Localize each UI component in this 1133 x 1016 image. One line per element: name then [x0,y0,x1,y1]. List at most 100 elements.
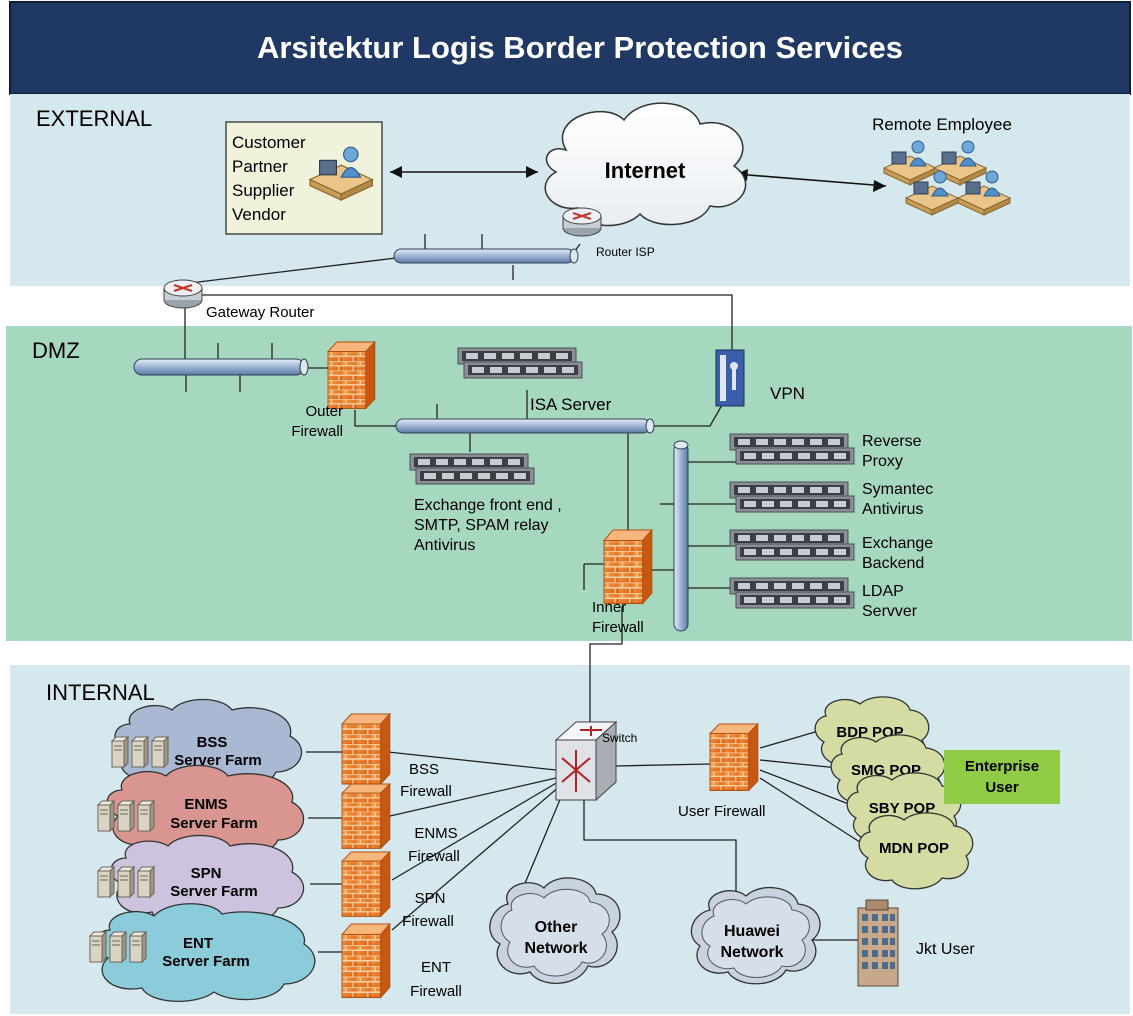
server-label-proxy: Proxy [862,453,903,470]
user-firewall-label: User Firewall [678,803,766,820]
isa-backbone [395,418,655,434]
farm-spn-line2: Server Farm [170,883,258,900]
bss-tower-icon-3 [151,736,169,768]
spn-firewall-label-1: SPN [415,890,446,907]
enms-firewall-label-2: Firewall [408,848,460,865]
farm-spn-line1: SPN [191,865,222,882]
other-network-cloud: Other Network [489,877,621,984]
server-label-backend: Backend [862,555,924,572]
partner-box: Customer Partner Supplier Vendor [225,121,383,235]
gateway-router-label: Gateway Router [206,304,314,321]
bss-tower-icon-2 [131,736,149,768]
huawei-network-line1: Huawei [724,923,780,940]
ldap-server-icon [730,578,854,608]
vpn-label: VPN [770,384,805,403]
inner-firewall-label-1: Inner [592,599,626,616]
spn-firewall: SPN Firewall [341,851,454,930]
diagram-title: Arsitektur Logis Border Protection Servi… [257,30,903,65]
vpn-device: VPN [715,349,805,407]
farm-ent: ENT Server Farm [89,903,316,1002]
remote-employee-group: Remote Employee [872,115,1012,216]
bss-tower-icon-1 [111,736,129,768]
exchange-front-server-icon [410,454,534,484]
outer-firewall: Outer Firewall [291,341,376,440]
enterprise-user-box: Enterprise User [944,750,1060,804]
arrow-partner-internet [390,166,538,178]
outer-firewall-label-2: Firewall [291,423,343,440]
isa-server: ISA Server [458,348,612,414]
external-zone-label: EXTERNAL [36,106,152,131]
farm-enms: ENMS Server Farm [97,764,305,859]
partner-label-supplier: Supplier [232,181,295,200]
inner-firewall-icon [603,529,653,605]
core-switch: Switch [554,720,637,802]
server-backbone [673,440,689,632]
partner-label-partner: Partner [232,157,288,176]
dmz-backbone [133,358,309,376]
bss-firewall-icon [341,713,391,785]
farm-spn: SPN Server Farm [97,834,305,926]
server-label-servver: Servver [862,603,918,620]
jkt-user-label: Jkt User [916,941,975,958]
ent-tower-icon-1 [89,931,107,963]
server-label-ldap: LDAP [862,583,904,600]
pop-mdn: MDN POP [858,812,974,890]
huawei-network-line2: Network [720,944,783,961]
ent-tower-icon-2 [109,931,127,963]
server-label-antivirus: Antivirus [862,501,923,518]
enterprise-user-line2: User [985,779,1019,796]
spn-tower-icon-3 [137,866,155,898]
dmz-zone-label: DMZ [32,338,80,363]
router-isp-icon [561,206,603,238]
huawei-network-cloud: Huawei Network [690,886,821,985]
outer-firewall-label-1: Outer [305,403,343,420]
enms-firewall-icon [341,783,391,849]
switch-arrows-icon [561,726,602,792]
ent-firewall-label-2: Firewall [410,983,462,1000]
farm-ent-line2: Server Farm [162,953,250,970]
farm-bss-line1: BSS [197,734,228,751]
bss-firewall-label-2: Firewall [400,783,452,800]
internet-label: Internet [605,158,686,183]
router-isp: Router ISP [561,206,655,259]
other-network-line2: Network [524,940,587,957]
enms-tower-icon-3 [137,800,155,832]
internet-cloud: Internet [544,102,747,227]
spn-firewall-label-2: Firewall [402,913,454,930]
enms-tower-icon-1 [97,800,115,832]
enterprise-user-line1: Enterprise [965,758,1039,775]
enms-firewall-label-1: ENMS [414,825,457,842]
farm-bss: BSS Server Farm [111,698,303,793]
spn-tower-icon-2 [117,866,135,898]
server-label-reverse: Reverse [862,433,922,450]
isa-server-label: ISA Server [530,395,612,414]
gateway-router-icon [162,278,204,310]
partner-label-vendor: Vendor [232,205,286,224]
partner-label-customer: Customer [232,133,306,152]
internal-zone-label: INTERNAL [46,680,155,705]
enms-tower-icon-2 [117,800,135,832]
spn-firewall-icon [341,851,391,917]
external-backbone [393,248,579,264]
farm-ent-line1: ENT [183,935,213,952]
farm-enms-line1: ENMS [184,796,227,813]
user-firewall: User Firewall [678,723,766,820]
building-icon [857,899,899,987]
jkt-user: Jkt User [857,899,975,987]
bss-firewall: BSS Firewall [341,713,452,800]
title-banner: Arsitektur Logis Border Protection Servi… [9,1,1131,95]
pop-mdn-label: MDN POP [879,840,949,857]
exchange-front-label-1: Exchange front end , [414,497,562,514]
user-firewall-icon [709,723,759,791]
ent-firewall: ENT Firewall [341,923,462,1000]
symantec-server-icon [730,482,854,512]
connection-lines [181,234,867,953]
server-label-symantec: Symantec [862,481,933,498]
switch-label: Switch [602,731,637,745]
server-label-exchange: Exchange [862,535,933,552]
other-network-line1: Other [535,919,578,936]
outer-firewall-icon [327,341,376,409]
ent-firewall-icon [341,923,391,999]
dmz-zone [6,326,1132,641]
